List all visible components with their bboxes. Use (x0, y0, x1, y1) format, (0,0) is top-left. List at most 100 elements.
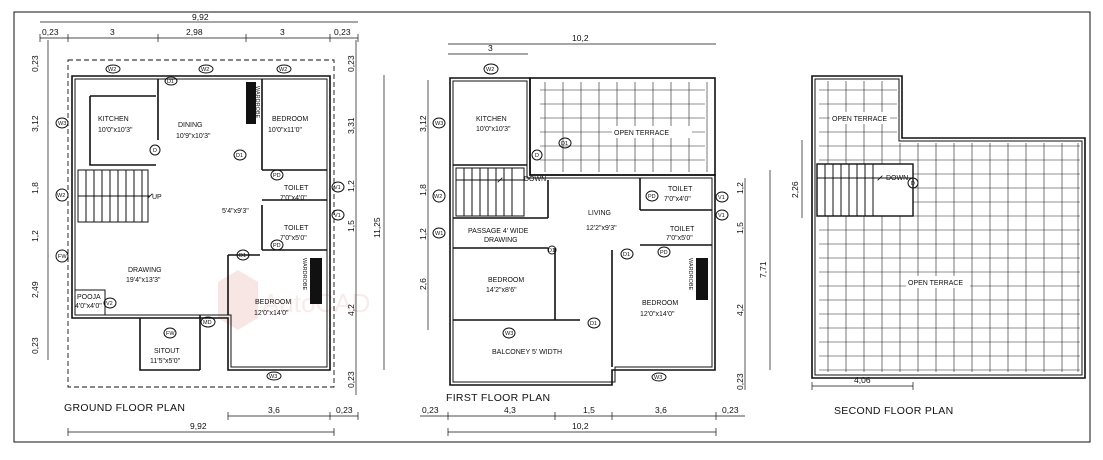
second-left-dim: 2,26 (790, 181, 800, 198)
ground-drawing-size: 19'4"x13'3" (126, 277, 161, 284)
ground-toilet1-size: 7'0"x4'0" (280, 195, 307, 202)
first-interior-walls (453, 164, 712, 367)
first-tag-w1-left: W1 (435, 231, 443, 237)
ground-sitout-size: 11'5"x5'0" (150, 358, 181, 365)
first-left-dim-1: 3,12 (418, 115, 428, 132)
ground-wardrobe-1 (246, 82, 256, 124)
ground-pooja-room (74, 289, 106, 316)
first-terrace-tiles: OPEN TERRACE (540, 82, 708, 172)
ground-top-total-dim: 9,92 (192, 12, 209, 22)
ground-right-dim-6: 0,23 (346, 371, 356, 388)
ground-bedroom1-size: 10'0"x11'0" (268, 127, 302, 134)
second-floor-plan: OPEN TERRACE OPEN TERRACE DOWN D 2,26 4,… (790, 75, 1086, 417)
ground-plot-boundary (67, 59, 335, 388)
ground-drawing-label: DRAWING (128, 267, 162, 274)
ground-sitout-label: SITOUT (154, 348, 180, 355)
first-bottom-dim-4: 3,6 (655, 405, 667, 415)
first-left-dim-4: 2,6 (418, 278, 428, 290)
ground-left-dim-3: 1,8 (30, 182, 40, 194)
ground-bottom-dim-2: 0,23 (336, 405, 353, 415)
ground-tag-w2-stair: W2 (57, 193, 65, 199)
first-tag-pd-2: PD (660, 250, 668, 256)
first-tag-d1-terrace: D1 (561, 141, 568, 147)
ground-right-dim-3: 1,2 (346, 180, 356, 192)
first-floor-plan: OPEN TERRACE DOWN WARDROBE KITCHEN 10'0"… (418, 33, 771, 436)
first-tag-w2-left: W2 (434, 194, 442, 200)
ground-tag-d1-2: D1 (239, 253, 246, 259)
second-stair-down-label: DOWN (886, 175, 908, 182)
first-toilet2-size: 7'0"x5'0" (666, 235, 693, 242)
second-staircase: DOWN D (816, 163, 919, 217)
first-kitchen-size: 10'0"x10'3" (476, 126, 511, 133)
first-tag-d1-passage: D1 (548, 248, 555, 254)
first-right-dim-4: 0,23 (735, 373, 745, 390)
first-tag-v1-2: V1 (718, 213, 725, 219)
ground-tag-d1-bed: D1 (236, 153, 243, 159)
second-outer-wall (811, 75, 1086, 379)
ground-bedroom2-size: 12'0"x14'0" (254, 310, 289, 317)
ground-pooja-label: POOJA (77, 294, 101, 301)
first-left-dim-2: 1,8 (418, 184, 428, 196)
first-wardrobe-label: WARDROBE (687, 258, 693, 291)
first-bottom-dim-5: 0,23 (722, 405, 739, 415)
ground-tag-md: MD (203, 320, 212, 326)
ground-wardrobe-2 (310, 258, 322, 304)
second-tag-d: D (911, 181, 915, 187)
second-bottom-dim: 4,06 (854, 375, 871, 385)
ground-right-dim-5: 4,2 (346, 304, 356, 316)
ground-toilet2-label: TOILET (284, 225, 309, 232)
ground-top-dim-2: 3 (110, 27, 115, 37)
ground-tag-w3-bottom: W3 (269, 374, 277, 380)
first-toilet2-label: TOILET (670, 226, 695, 233)
ground-kitchen-label: KITCHEN (98, 116, 129, 123)
first-bottom-dim-3: 1,5 (583, 405, 595, 415)
ground-tag-pd-1: PD (273, 173, 281, 179)
ground-floor-title: GROUND FLOOR PLAN (64, 402, 185, 414)
ground-bedroom1-label: BEDROOM (272, 116, 308, 123)
first-bottom-dim-2: 4,3 (504, 405, 516, 415)
first-floor-title: FIRST FLOOR PLAN (446, 392, 550, 404)
first-right-dim-2: 1,5 (735, 222, 745, 234)
first-living-size: 12'2"x9'3" (586, 225, 617, 232)
first-tag-pd-1: PD (648, 194, 656, 200)
ground-kitchen-size: 10'0"x10'3" (98, 127, 133, 134)
second-floor-title: SECOND FLOOR PLAN (834, 405, 953, 417)
first-inner-wall (452, 80, 713, 383)
first-bottom-total-dim: 10,2 (572, 421, 589, 431)
ground-toilet2-size: 7'0"x5'0" (280, 235, 307, 242)
ground-interior-walls (89, 79, 327, 371)
ground-right-dim-1: 0,23 (346, 55, 356, 72)
ground-tag-fw-sitout: FW (166, 331, 175, 337)
ground-wardrobe-label-2: WARDROBE (301, 258, 307, 291)
first-tag-v1-1: V1 (718, 195, 725, 201)
ground-tag-d-kitchen: D (153, 148, 157, 154)
ground-outer-wall (71, 75, 331, 371)
first-living-label: LIVING (588, 210, 611, 217)
ground-right-total-dim: 11,25 (372, 217, 382, 238)
ground-wardrobe-label-1: WARDROBE (254, 86, 260, 119)
first-passage-label: PASSAGE 4' WIDE (468, 228, 529, 235)
first-top-dim-2: 10,2 (572, 33, 589, 43)
ground-top-dim-1: 0,23 (42, 27, 59, 37)
ground-bottom-dim-1: 3,6 (268, 405, 280, 415)
ground-top-dim-5: 0,23 (334, 27, 351, 37)
first-terrace-outline (529, 77, 716, 176)
ground-tag-w2-right: W2 (279, 67, 287, 73)
second-terrace-tiles: OPEN TERRACE OPEN TERRACE (819, 81, 1080, 372)
first-wardrobe (696, 258, 708, 300)
ground-tag-d1-top: D1 (167, 79, 174, 85)
ground-left-dim-2: 3,12 (30, 115, 40, 132)
ground-dining-size: 10'9"x10'3" (176, 133, 211, 140)
ground-lobby-size: 5'4"x9'3" (222, 208, 249, 215)
ground-bottom-total-dim: 9,92 (190, 421, 207, 431)
ground-toilet1-label: TOILET (284, 185, 309, 192)
ground-bedroom2-label: BEDROOM (255, 299, 291, 306)
ground-left-dim-5: 2,49 (30, 281, 40, 298)
ground-tag-w3-left: W3 (58, 121, 66, 127)
ground-left-dim-1: 0,23 (30, 55, 40, 72)
ground-tag-fw-left: FW (58, 254, 67, 260)
ground-left-dim-6: 0,23 (30, 337, 40, 354)
first-toilet1-label: TOILET (668, 186, 693, 193)
first-bottom-dim-1: 0,23 (422, 405, 439, 415)
